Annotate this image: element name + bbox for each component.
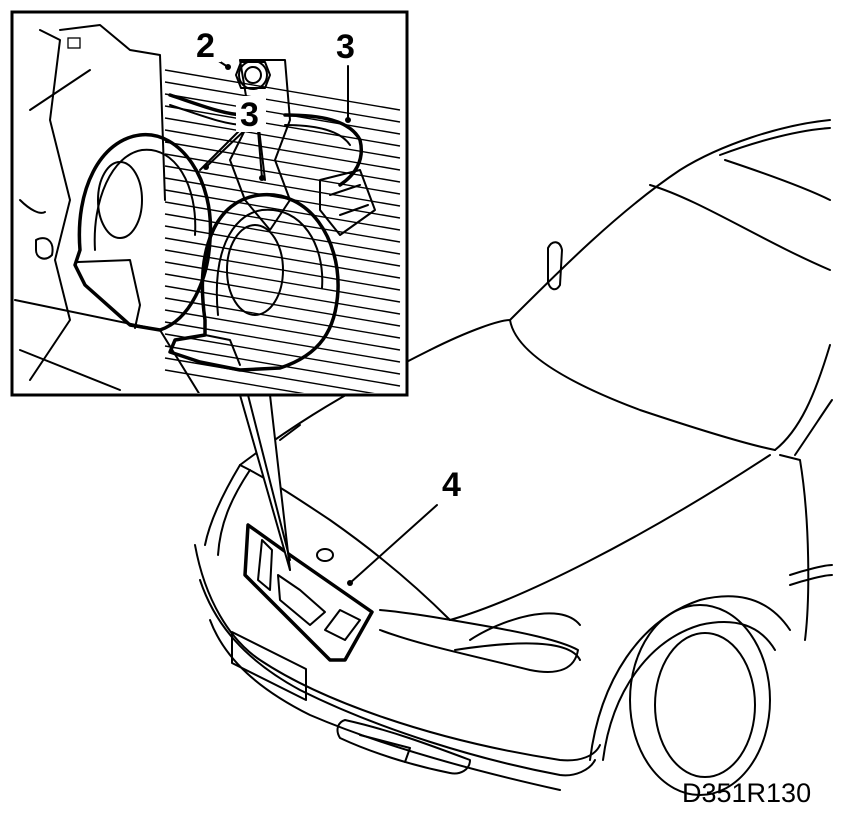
callout-leaders — [347, 504, 438, 586]
callout-3-bracket: 3 — [240, 96, 259, 134]
hatch-line — [164, 93, 401, 135]
horn-right — [168, 193, 340, 372]
callout-4: 4 — [442, 466, 461, 504]
hatch-line — [164, 369, 305, 393]
hatch-line — [164, 333, 401, 375]
horn-left — [73, 133, 213, 332]
hatch-line — [164, 201, 401, 243]
hatch-line — [164, 153, 401, 195]
hatch-line — [164, 69, 401, 111]
detail-pointer — [239, 394, 291, 571]
hatch-line — [164, 81, 401, 123]
hatch-line — [164, 213, 401, 255]
hatch-line — [164, 357, 375, 393]
hatch-line — [164, 225, 401, 267]
nut — [235, 60, 271, 90]
callout-2: 2 — [196, 27, 215, 65]
hatch-line — [164, 165, 401, 207]
grille-horn-location — [243, 523, 374, 662]
hatch-line — [164, 141, 401, 183]
callout-3-wiring: 3 — [336, 28, 355, 66]
detail-inset: 2 3 3 — [10, 10, 409, 397]
connector — [319, 169, 376, 236]
figure-code: D351R130 — [682, 778, 811, 808]
